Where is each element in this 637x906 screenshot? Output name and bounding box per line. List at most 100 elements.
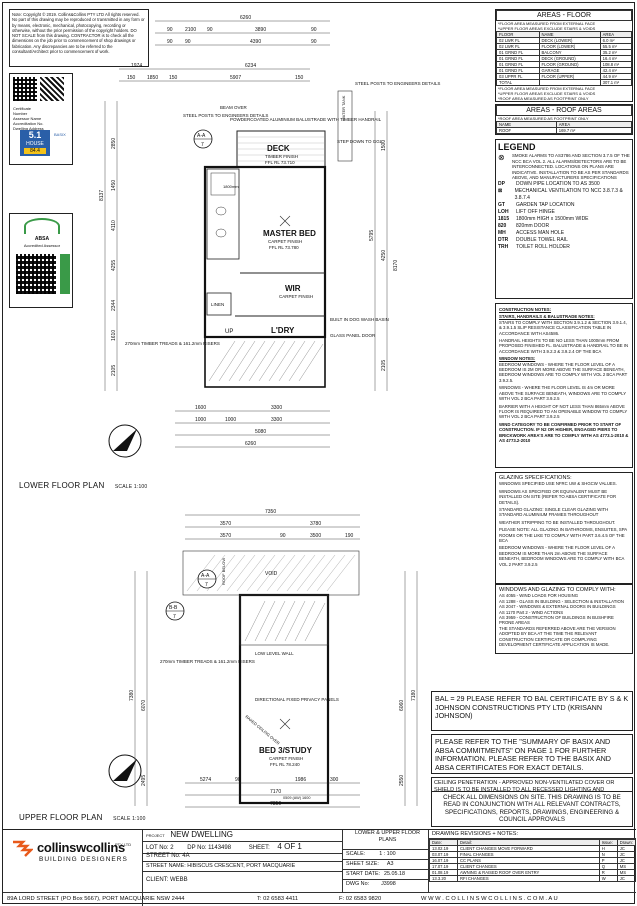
dim-left: 2344 [111, 300, 117, 311]
dim-right: 2550 [399, 775, 405, 786]
balustrade-note: POWDERCOATED ALUMINIUM BALUSTRADE WITH T… [230, 117, 382, 122]
svg-text:B-B: B-B [169, 605, 178, 611]
room-laundry: L'DRY [271, 326, 295, 335]
north-arrow-icon [108, 424, 142, 458]
contact-strip: 89A LORD STREET (PO Box 5667), PORT MACQ… [3, 892, 636, 906]
dim-right: 2105 [381, 360, 387, 371]
privacy-note: DIRECTIONAL FIXED PRIVACY PANELS [255, 697, 339, 702]
project-block: PROJECT NEW DWELLING LOT No: 2 DP No: 11… [143, 830, 343, 892]
legend-item: ⊠MECHANICAL VENTILATION TO NCC 3.8.7.3 &… [498, 187, 623, 201]
room-deck: DECK [267, 144, 290, 153]
dim-left: 4110 [111, 220, 117, 231]
dim-top: 90 [311, 27, 317, 33]
basix-commitments-note: PLEASE REFER TO THE "SUMMARY OF BASIX AN… [431, 734, 633, 774]
room-linen: LINEN [211, 302, 224, 307]
room-bed3-ffl: FFL RL 78.240 [270, 762, 300, 767]
room-wir: WIR [285, 284, 301, 293]
dim-row2: 150 [295, 75, 304, 81]
upper-stair-note: 270mm TIMBER TREADS & 161.2mm RISERS [160, 659, 255, 664]
up-label: UP [225, 329, 233, 335]
svg-text:A-A: A-A [197, 133, 206, 139]
dim-top: 90 [207, 27, 213, 33]
dim-right: 5795 [369, 230, 375, 241]
dim-bottom: 1986 [295, 777, 306, 783]
fan-icon: ⊠ [498, 187, 503, 194]
room-master-bed: MASTER BED [263, 229, 316, 238]
dim-bottom: 6260 [245, 441, 256, 447]
step-down-note: STEP DOWN TO GGL [337, 139, 383, 144]
areas-roof-table: AREAS - ROOF AREAS *ROOF AREA MEASURED A… [495, 104, 633, 135]
north-arrow-icon [113, 429, 137, 451]
dim-row2: 150 [127, 75, 136, 81]
section-marker-aa: A-A 7 [193, 129, 213, 149]
svg-text:7: 7 [201, 142, 204, 148]
absa-stripe [60, 254, 70, 294]
absa-certificate: ABSA Accredited Assessor [9, 213, 73, 308]
upper-floor-plan: 7350 3570 3780 3570 90 3500 190 VOID ROO… [108, 509, 418, 808]
void-label: VOID [265, 571, 278, 577]
dim-left: 2850 [111, 138, 117, 149]
dim-top: 3500 [310, 533, 321, 539]
copyright-notice: Note: Copyright © 2019. Collins&Collins … [9, 9, 149, 67]
qr-code-icon [40, 77, 64, 101]
legend-box: LEGEND ⊗ SMOKE ALARMS TO AS3786 AND SECT… [495, 139, 633, 299]
dim-left: 7380 [129, 690, 135, 701]
dim-top: 3570 [220, 521, 231, 527]
dim-top: 90 [311, 39, 317, 45]
stair-note: 270mm TIMBER TREADS & 161.2mm RISERS [125, 341, 220, 346]
absa-logo-icon [24, 218, 60, 234]
construction-notes: CONSTRUCTION NOTES: STAIRS, HANDRAILS & … [495, 303, 633, 468]
dim-bottom: 5274 [200, 777, 211, 783]
dim-bottom: 5080 [255, 429, 266, 435]
areas-floor-table: AREAS - FLOOR *FLOOR AREA MEASURED FROM … [495, 9, 633, 102]
dim-top: 90 [167, 39, 173, 45]
dim-left: 2105 [111, 365, 117, 376]
dim-top: 2100 [185, 27, 196, 33]
room-master-finish: CARPET FINISH [268, 239, 302, 244]
qr-code-icon [16, 254, 56, 294]
dim-left: 4255 [111, 260, 117, 271]
water-tank-label: WATER TANK [341, 95, 346, 121]
dim-top: 3780 [310, 521, 321, 527]
dim-row2: 6234 [245, 63, 256, 69]
website-link[interactable]: W W W . C O L L I N S W C O L L I N S . … [421, 896, 558, 902]
dim-top: 3570 [220, 533, 231, 539]
dim-bottom: 1600 [195, 405, 206, 411]
dim-bottom: 300 [330, 777, 339, 783]
dim-top-overall: 6260 [240, 15, 251, 21]
company-name: collinswcollins [37, 840, 125, 855]
lower-plan-title: LOWER FLOOR PLAN SCALE 1:100 [19, 481, 148, 490]
steel-posts-note: STEEL POSTS TO ENGINEERS DETAILS [183, 113, 268, 118]
dim-top: 4390 [250, 39, 261, 45]
dim-bottom: 1000 [195, 417, 206, 423]
title-block: collinswcollins PTY LTD BUILDING DESIGNE… [3, 829, 637, 906]
project-name: NEW DWELLING [170, 830, 234, 839]
dim-right: 6060 [399, 700, 405, 711]
section-marker-bb: B-B 7 [165, 601, 185, 621]
dim-bottom: 7350 [270, 801, 281, 807]
cert-lines: Certificate Number Assessor Name Accredi… [13, 106, 44, 131]
company-tagline: BUILDING DESIGNERS [39, 856, 128, 863]
dim-row2: 5907 [230, 75, 241, 81]
dim-left: 2495 [141, 775, 147, 786]
dim-bottom: 90 [235, 777, 241, 783]
dim-left: 8137 [99, 190, 105, 201]
room-wir-finish: CARPET FINISH [279, 294, 313, 299]
dim-bottom: 7170 [270, 789, 281, 795]
dim-top: 90 [280, 533, 286, 539]
room-bed3: BED 3/STUDY [259, 746, 313, 755]
